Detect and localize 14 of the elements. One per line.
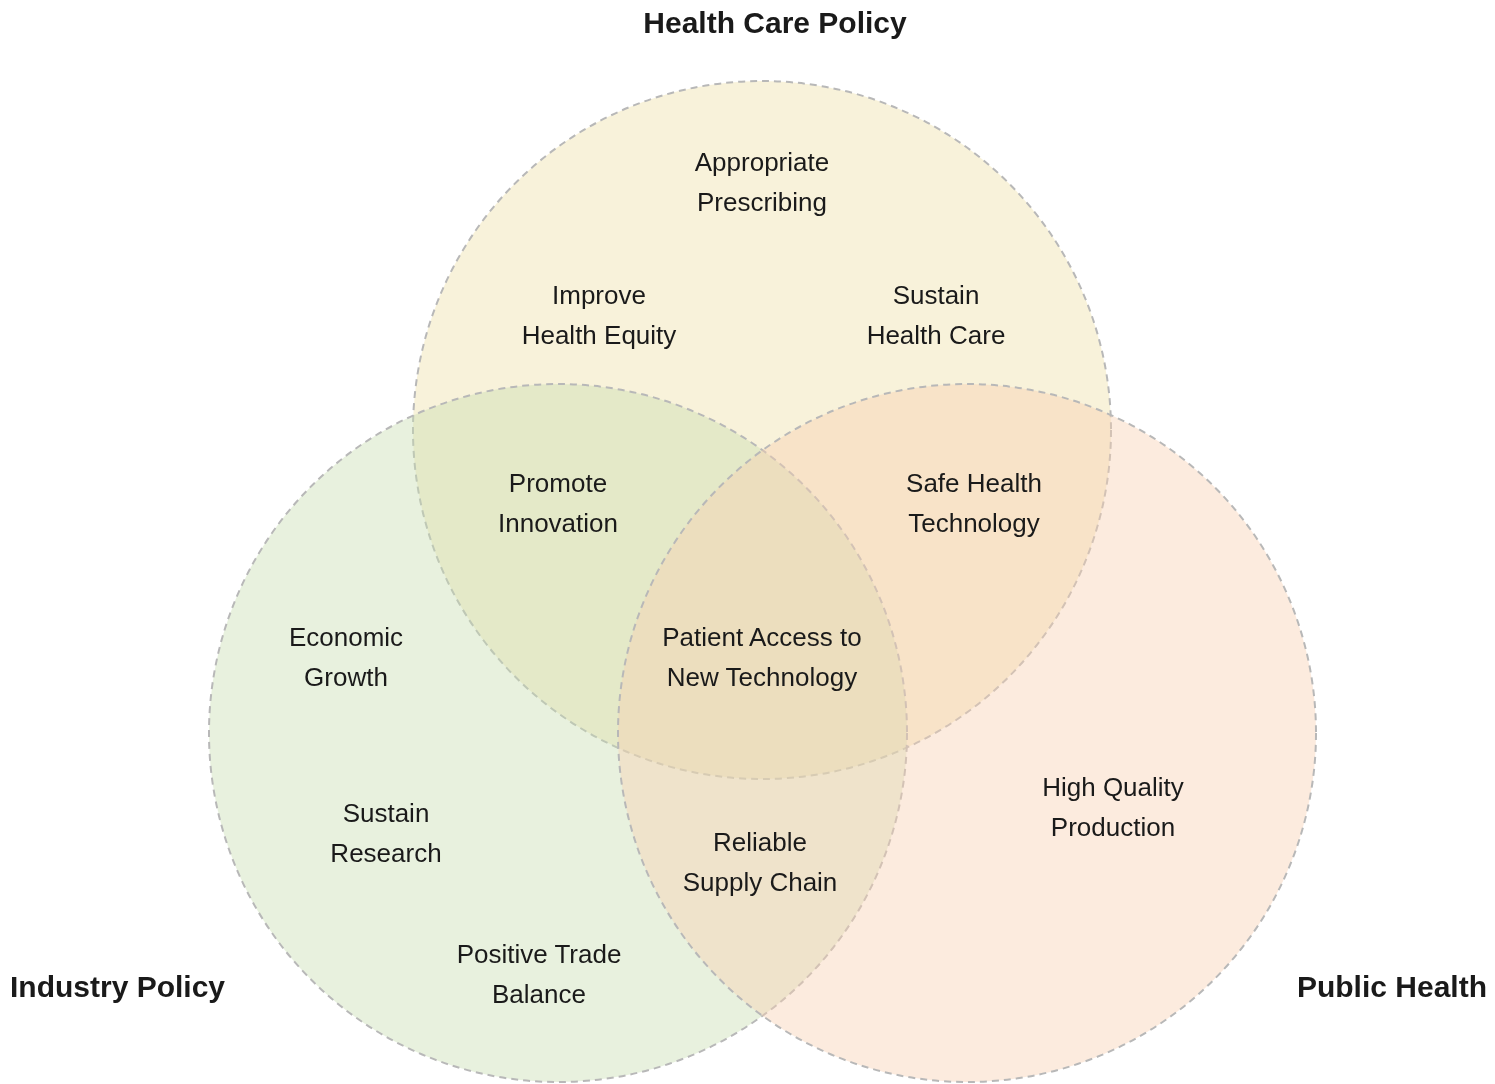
region-label: Safe Health Technology [905, 467, 1043, 540]
region-label: Improve Health Equity [520, 279, 678, 352]
region-label: Sustain Research [329, 797, 443, 870]
circle-heading: Industry Policy [10, 969, 227, 1005]
circle-heading: Health Care Policy [642, 5, 908, 41]
region-label: Sustain Health Care [865, 279, 1007, 352]
region-label: Positive Trade Balance [455, 938, 623, 1011]
region-label: High Quality Production [1041, 771, 1185, 844]
region-label: Patient Access to New Technology [661, 621, 863, 694]
region-label: Reliable Supply Chain [681, 826, 839, 899]
region-label: Appropriate Prescribing [693, 146, 831, 219]
region-label: Promote Innovation [497, 467, 619, 540]
region-label: Economic Growth [287, 621, 405, 694]
circle-heading: Public Health [1295, 969, 1487, 1005]
